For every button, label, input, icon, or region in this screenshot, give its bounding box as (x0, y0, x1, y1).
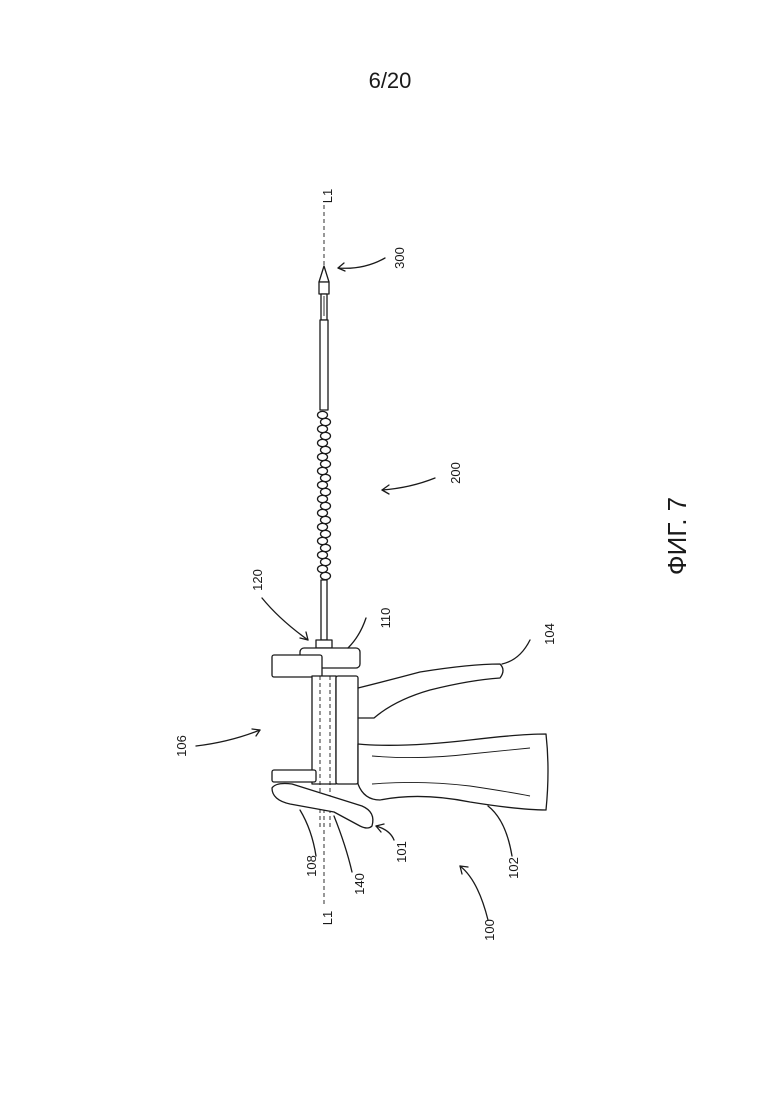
shaft-bead (318, 551, 328, 558)
shaft-bead (318, 411, 328, 418)
callout-108: 108 (304, 855, 319, 877)
arrowhead-300 (338, 263, 345, 271)
shaft-bead (318, 425, 328, 432)
shaft-bead (318, 481, 328, 488)
flexible-shaft-200 (318, 411, 331, 579)
callout-120: 120 (250, 569, 265, 591)
leader-100 (460, 866, 488, 920)
shaft-bead (321, 432, 331, 439)
shaft-bead (318, 453, 328, 460)
leader-102 (488, 806, 512, 856)
shaft-bead (321, 530, 331, 537)
shaft-bead (318, 509, 328, 516)
callout-101: 101 (394, 841, 409, 863)
shaft-bead (321, 474, 331, 481)
shaft-bead (321, 488, 331, 495)
shaft-bead (318, 495, 328, 502)
shaft-bead (321, 446, 331, 453)
shaft-bead (321, 558, 331, 565)
callout-140: 140 (352, 873, 367, 895)
callout-300: 300 (392, 247, 407, 269)
leader-200 (382, 478, 435, 490)
leader-140 (334, 816, 352, 872)
callout-110: 110 (378, 608, 393, 629)
shaft-bead (321, 544, 331, 551)
leader-300 (338, 258, 385, 268)
axis-label-bottom: L1 (320, 911, 335, 925)
callout-100: 100 (482, 919, 497, 941)
handle-lower-plate (272, 770, 316, 782)
side-lever-104 (358, 664, 503, 718)
leader-101 (376, 826, 394, 840)
shaft-bead (318, 537, 328, 544)
axis-label-top: L1 (320, 189, 335, 203)
shaft-bead (318, 565, 328, 572)
grip-102 (358, 734, 548, 810)
shaft-bead (321, 572, 331, 579)
handle-top-plate (272, 655, 322, 677)
shaft-bead (318, 467, 328, 474)
callout-102: 102 (506, 857, 521, 879)
callout-106: 106 (174, 735, 189, 757)
shaft-bead (321, 502, 331, 509)
shaft-lower (321, 580, 327, 640)
leader-106 (196, 730, 260, 746)
callout-104: 104 (542, 623, 557, 645)
leader-120 (262, 598, 308, 640)
leader-104 (502, 640, 530, 664)
shaft-bead (318, 523, 328, 530)
shaft-bead (321, 516, 331, 523)
shaft-bead (321, 460, 331, 467)
leader-108 (300, 810, 316, 856)
figure-caption: ФИГ. 7 (662, 497, 692, 575)
trigger-lever-108 (272, 784, 373, 829)
callout-200: 200 (448, 462, 463, 484)
leader-110 (348, 618, 366, 648)
shaft-bead (321, 418, 331, 425)
shaft-bead (318, 439, 328, 446)
tip-element-300 (319, 266, 329, 410)
